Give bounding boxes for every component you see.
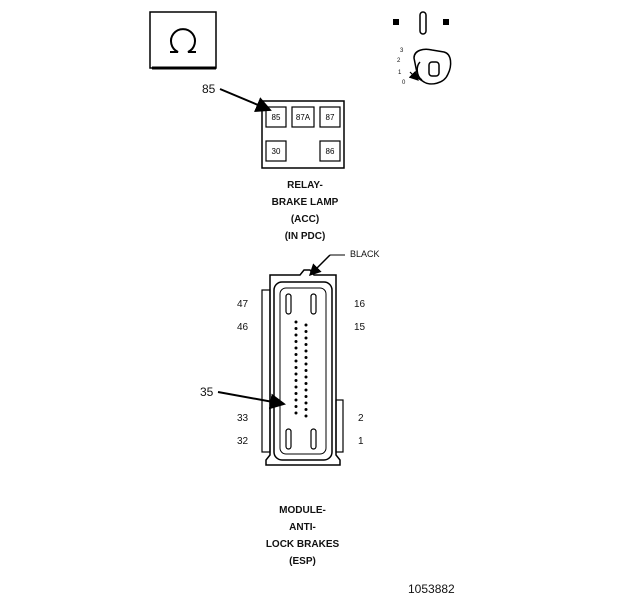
connector-pin-dot	[294, 398, 298, 402]
pin-number-33: 33	[237, 413, 249, 424]
relay-pin-label: 30	[272, 147, 281, 156]
omega-symbol-icon	[149, 11, 217, 70]
connector-pin-dot	[294, 372, 298, 376]
connector-pin-dot	[294, 392, 298, 395]
relay-pin-label: 85	[272, 113, 281, 122]
relay-pin-87a	[291, 106, 315, 128]
relay-pin-86	[319, 140, 341, 162]
pin-number-47: 47	[237, 299, 249, 310]
connector-pin-dot	[304, 369, 308, 372]
ignition-position-label: 0	[402, 80, 406, 86]
connector-title-line: (ESP)	[289, 556, 316, 567]
relay-title-line: (ACC)	[290, 214, 320, 225]
relay-title-line: BRAKE LAMP	[271, 197, 339, 208]
connector-pin-dots	[294, 320, 308, 418]
connector-pin-dot	[304, 401, 308, 405]
relay-pin-label: 87A	[296, 113, 311, 122]
connector-callout-arrow	[217, 391, 286, 410]
connector-pin-dot	[294, 320, 298, 324]
connector-pin-dot	[304, 343, 308, 346]
connector-pin-dot	[294, 327, 298, 330]
pin-number-16: 16	[354, 299, 366, 310]
relay-pin-label: 87	[326, 113, 335, 122]
connector-pin-dot	[304, 408, 308, 411]
connector-pin-dot	[304, 336, 308, 340]
ignition-position-label: 3	[400, 48, 404, 54]
pin-number-15: 15	[354, 322, 366, 333]
connector-title-line: ANTI-	[289, 522, 316, 533]
connector-color-label: BLACK	[350, 249, 380, 259]
connector-callout-label: 35	[200, 385, 214, 399]
connector-pin-dot	[294, 340, 298, 343]
relay-pin-30	[265, 140, 287, 162]
connector-pin-dot	[294, 385, 298, 389]
connector-pin-dot	[294, 411, 298, 415]
ignition-key-icon	[393, 11, 452, 85]
connector-pin-dot	[294, 346, 298, 350]
connector-pin-dot	[304, 414, 308, 418]
relay-title-line: (IN PDC)	[284, 231, 326, 242]
connector-pin-dot	[304, 375, 308, 379]
figure-number: 1053882	[408, 582, 455, 596]
relay-icon: 85 87A 87 30 86	[261, 100, 345, 169]
connector-title: MODULE- ANTI- LOCK BRAKES (ESP)	[245, 505, 360, 568]
connector-pin-dot	[294, 405, 298, 408]
relay-pin-87	[319, 106, 341, 128]
connector-title-line: LOCK BRAKES	[265, 539, 340, 550]
relay-pin-label: 86	[326, 147, 335, 156]
connector-pin-dot	[294, 333, 298, 337]
connector-pin-dot	[304, 395, 308, 398]
connector-pin-dot	[294, 359, 298, 363]
connector-pin-dot	[304, 382, 308, 385]
ignition-position-label: 1	[398, 70, 402, 76]
connector-pin-dot	[304, 388, 308, 392]
ignition-position-label: 2	[397, 58, 401, 64]
connector-pin-dot	[304, 323, 308, 327]
relay-title-line: RELAY-	[287, 180, 323, 191]
pin-number-1: 1	[358, 436, 364, 447]
relay-pin-85	[265, 106, 287, 128]
connector-pin-dot	[294, 379, 298, 382]
connector-title-line: MODULE-	[279, 505, 326, 516]
connector-pin-dot	[294, 366, 298, 369]
connector-pin-dot	[304, 349, 308, 353]
connector-pin-dot	[304, 330, 308, 333]
connector-pin-dot	[294, 353, 298, 356]
relay-callout-label: 85	[202, 82, 216, 96]
relay-title: RELAY- BRAKE LAMP (ACC) (IN PDC)	[250, 180, 360, 243]
pin-number-32: 32	[237, 436, 249, 447]
pin-number-2: 2	[358, 413, 364, 424]
connector-icon	[261, 254, 345, 466]
pin-number-46: 46	[237, 322, 249, 333]
connector-pin-dot	[304, 356, 308, 359]
relay-callout-arrow	[219, 88, 272, 112]
connector-pin-dot	[304, 362, 308, 366]
